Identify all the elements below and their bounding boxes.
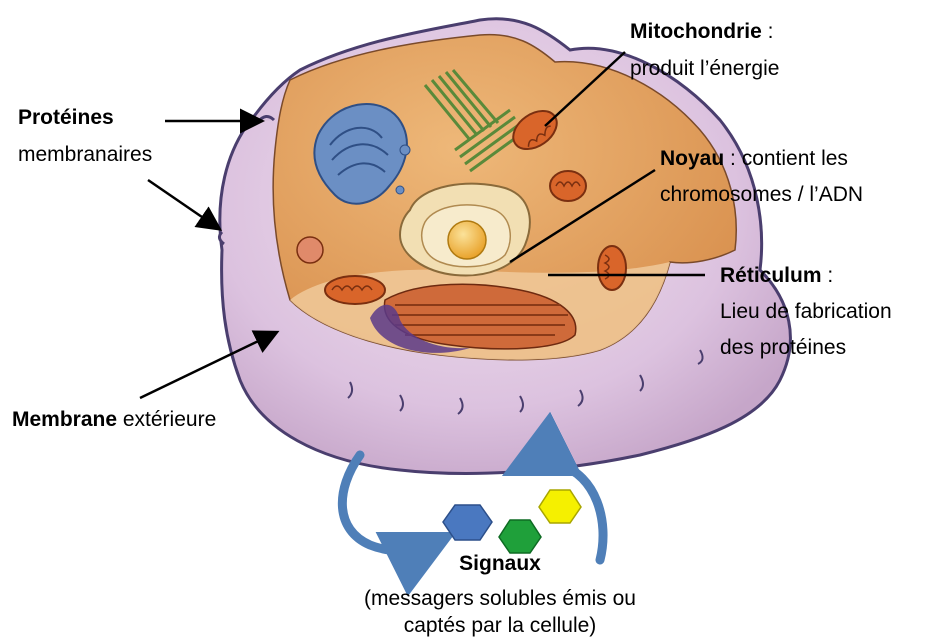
label-membrane-title: Membrane xyxy=(12,408,117,431)
label-noyau-desc2: chromosomes / l’ADN xyxy=(660,181,863,209)
label-reticulum-sep: : xyxy=(822,264,834,287)
label-membrane-desc: extérieure xyxy=(117,408,216,431)
label-signaux-desc2: captés par la cellule) xyxy=(330,612,670,640)
signal-hexagon-blue xyxy=(443,505,492,540)
label-membrane: Membrane extérieure xyxy=(12,406,216,434)
label-mitochondrie-title: Mitochondrie xyxy=(630,20,762,43)
label-reticulum: Réticulum : xyxy=(720,262,833,290)
label-proteines: Protéines xyxy=(18,104,114,132)
mitochondrion-right xyxy=(598,246,626,290)
label-signaux-desc1: (messagers solubles émis ou xyxy=(330,585,670,613)
label-noyau: Noyau : contient les xyxy=(660,145,848,173)
label-mitochondrie-desc: produit l’énergie xyxy=(630,55,779,83)
signal-hexagon-green xyxy=(499,520,541,553)
label-noyau-title: Noyau xyxy=(660,147,724,170)
mitochondrion-side xyxy=(550,171,586,201)
label-signaux-title: Signaux xyxy=(459,552,541,575)
label-proteines-title: Protéines xyxy=(18,106,114,129)
label-mitochondrie-sep: : xyxy=(762,20,774,43)
vesicle xyxy=(297,237,323,263)
pointer-proteines-side xyxy=(148,180,218,228)
label-proteines-desc: membranaires xyxy=(18,141,152,169)
signal-hexagon-yellow xyxy=(539,490,581,523)
mitochondrion-left xyxy=(325,276,385,304)
label-signaux: Signaux xyxy=(350,550,650,578)
label-reticulum-title: Réticulum xyxy=(720,264,822,287)
label-reticulum-desc2: des protéines xyxy=(720,334,846,362)
nucleolus xyxy=(448,221,486,259)
label-mitochondrie: Mitochondrie : xyxy=(630,18,774,46)
label-reticulum-desc1: Lieu de fabrication xyxy=(720,298,892,326)
label-noyau-desc1: : contient les xyxy=(724,147,848,170)
